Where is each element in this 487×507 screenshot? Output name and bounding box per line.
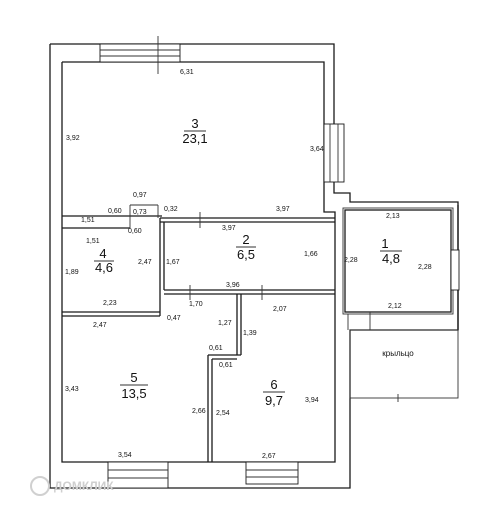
dim-032: 0,32 bbox=[164, 206, 178, 213]
watermark: ДОМКЛИК bbox=[30, 476, 114, 496]
dim-r3-right: 3,64 bbox=[310, 146, 324, 153]
dim-r3-top: 6,31 bbox=[180, 69, 194, 76]
dim-061a: 0,61 bbox=[209, 345, 223, 352]
dim-r2-left-a: 2,47 bbox=[138, 259, 152, 266]
porch-label: крыльцо bbox=[382, 349, 414, 358]
room-2-number: 2 bbox=[242, 232, 249, 247]
window-bottom-right bbox=[245, 461, 299, 485]
dim-r6-bottom: 2,67 bbox=[262, 453, 276, 460]
dim-r1-top: 2,13 bbox=[386, 213, 400, 220]
watermark-text: ДОМКЛИК bbox=[54, 479, 114, 493]
dim-060b: 0,60 bbox=[128, 228, 142, 235]
windows bbox=[99, 36, 460, 489]
watermark-logo-icon bbox=[30, 476, 50, 496]
dim-r1-left: 2,28 bbox=[344, 257, 358, 264]
room-6-number: 6 bbox=[270, 377, 277, 392]
dim-r6-left: 2,54 bbox=[216, 410, 230, 417]
room-2-area: 6,5 bbox=[237, 247, 255, 262]
dim-r5-bottom: 3,54 bbox=[118, 452, 132, 459]
window-right-room3 bbox=[323, 123, 345, 183]
window-top bbox=[99, 43, 181, 63]
dim-060a: 0,60 bbox=[108, 208, 122, 215]
dim-r5-top: 2,47 bbox=[93, 322, 107, 329]
room-4-area: 4,6 bbox=[95, 260, 113, 275]
dim-127: 1,27 bbox=[218, 320, 232, 327]
dim-r2-right: 1,66 bbox=[304, 251, 318, 258]
dim-r5-left: 3,43 bbox=[65, 386, 79, 393]
porch-walls bbox=[347, 314, 459, 399]
room-4-number: 4 bbox=[99, 246, 106, 261]
room-6-area: 9,7 bbox=[265, 393, 283, 408]
dim-207: 2,07 bbox=[273, 306, 287, 313]
dim-r1-right: 2,28 bbox=[418, 264, 432, 271]
dim-r4-bottom: 2,23 bbox=[103, 300, 117, 307]
dim-r4-left: 1,89 bbox=[65, 269, 79, 276]
dim-r6-right: 3,94 bbox=[305, 397, 319, 404]
dim-170: 1,70 bbox=[189, 301, 203, 308]
dim-097: 0,97 bbox=[133, 192, 147, 199]
dim-r3-left: 3,92 bbox=[66, 135, 80, 142]
dim-r4-top: 1,51 bbox=[86, 238, 100, 245]
room-3-number: 3 bbox=[191, 116, 198, 131]
room-5-number: 5 bbox=[130, 370, 137, 385]
dim-r2-top: 3,97 bbox=[222, 225, 236, 232]
window-room1 bbox=[450, 249, 460, 291]
dim-139: 1,39 bbox=[243, 330, 257, 337]
dim-r3-bottom: 3,97 bbox=[276, 206, 290, 213]
dim-061b: 0,61 bbox=[219, 362, 233, 369]
dim-r1-bottom: 2,12 bbox=[388, 303, 402, 310]
room-3-area: 23,1 bbox=[182, 131, 207, 146]
dim-r2-left-b: 1,67 bbox=[166, 259, 180, 266]
dim-r2-bottom: 3,96 bbox=[226, 282, 240, 289]
dim-r5-right: 2,66 bbox=[192, 408, 206, 415]
room-labels: 3 23,1 2 6,5 1 4,8 4 4,6 5 13,5 6 9,7 кр… bbox=[94, 116, 414, 408]
dim-073: 0,73 bbox=[133, 209, 147, 216]
room-1-number: 1 bbox=[381, 236, 388, 251]
dim-047: 0,47 bbox=[167, 315, 181, 322]
dim-151a: 1,51 bbox=[81, 217, 95, 224]
interior-walls bbox=[62, 204, 399, 462]
dimension-labels: 6,31 3,92 3,64 0,97 0,60 0,73 0,32 3,97 … bbox=[65, 69, 432, 460]
room-5-area: 13,5 bbox=[121, 386, 146, 401]
window-bottom-left bbox=[107, 461, 169, 489]
room-1-area: 4,8 bbox=[382, 251, 400, 266]
